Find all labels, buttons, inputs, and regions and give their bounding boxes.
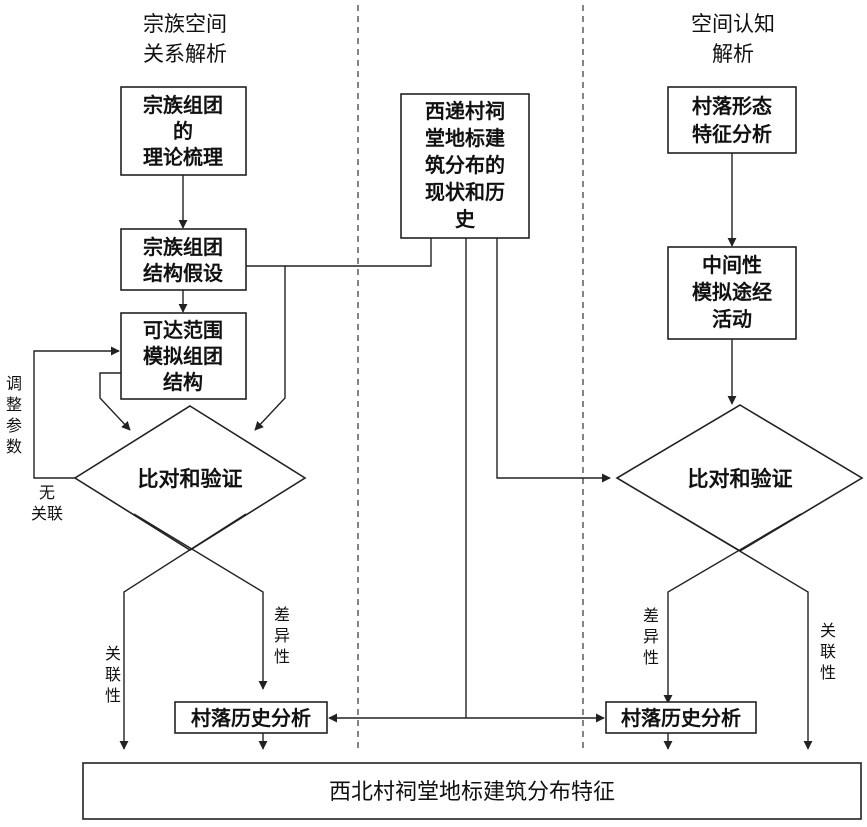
right-header-line-1: 空间认知 [691, 12, 775, 36]
adjust-char-2: 整 [6, 395, 22, 414]
simulation-box: 可达范围 模拟组团 结构 [120, 312, 247, 400]
left-relevance-char-3: 性 [105, 686, 121, 705]
status-box-line-4: 现状和历 [425, 180, 505, 204]
status-box-line-3: 筑分布的 [425, 153, 505, 177]
left-difference-arrow [133, 513, 268, 690]
left-header-line-2: 关系解析 [143, 42, 227, 66]
status-box-line-1: 西递村祠 [425, 99, 505, 123]
form-box-line-1: 村落形态 [692, 94, 772, 118]
path-box-line-1: 中间性 [702, 253, 762, 277]
status-box-line-2: 堂地标建 [425, 126, 505, 150]
theory-box-line-1: 宗族组团 [143, 93, 223, 117]
right-relevance-label: 关 联 性 [820, 621, 836, 682]
right-difference-char-1: 差 [643, 606, 659, 625]
left-difference-char-1: 差 [274, 605, 290, 624]
left-relevance-char-2: 联 [105, 665, 121, 684]
simulation-box-line-1: 可达范围 [143, 318, 223, 342]
no-relation-label: 无 关联 [31, 483, 63, 523]
left-difference-char-2: 异 [274, 626, 290, 645]
right-relevance-char-2: 联 [820, 642, 836, 661]
hypothesis-box: 宗族组团 结构假设 [120, 228, 247, 291]
theory-box-line-3: 理论梳理 [143, 145, 223, 169]
adjust-char-1: 调 [6, 374, 22, 393]
path-simulation-box: 中间性 模拟途经 活动 [667, 246, 797, 340]
conclusion-label: 西北村祠堂地标建筑分布特征 [329, 780, 615, 805]
adjust-char-3: 参 [6, 416, 22, 435]
conclusion-box: 西北村祠堂地标建筑分布特征 [82, 762, 862, 820]
left-relevance-label: 关 联 性 [105, 644, 121, 705]
right-header-line-2: 解析 [712, 42, 754, 66]
left-history-label: 村落历史分析 [191, 706, 311, 730]
arrow-simulation-to-compare [99, 372, 131, 431]
left-history-box: 村落历史分析 [174, 701, 328, 734]
no-relation-line-1: 无 [39, 483, 55, 502]
right-history-label: 村落历史分析 [621, 706, 741, 730]
connector-status-to-hypothesis [285, 238, 432, 267]
right-compare-diamond: 比对和验证 [615, 404, 864, 552]
path-box-line-3: 活动 [712, 307, 752, 331]
left-compare-label: 比对和验证 [138, 467, 243, 491]
right-difference-char-3: 性 [643, 648, 659, 667]
form-box-line-2: 特征分析 [692, 122, 772, 146]
status-box-line-5: 史 [455, 207, 476, 231]
no-relation-line-2: 关联 [31, 504, 63, 523]
right-relevance-char-3: 性 [820, 663, 836, 682]
hypothesis-box-line-1: 宗族组团 [143, 235, 223, 259]
arrow-status-to-right-compare [496, 238, 611, 483]
right-header: 空间认知 解析 [691, 12, 775, 66]
path-box-line-2: 模拟途经 [692, 280, 772, 304]
simulation-box-line-2: 模拟组团 [143, 344, 223, 368]
hypothesis-box-line-2: 结构假设 [143, 261, 223, 285]
right-compare-label: 比对和验证 [688, 467, 793, 491]
left-relevance-char-1: 关 [105, 644, 121, 663]
right-history-box: 村落历史分析 [605, 701, 757, 734]
right-difference-arrow [663, 513, 802, 704]
right-relevance-char-1: 关 [820, 621, 836, 640]
feedback-loop-arrow [33, 346, 120, 479]
right-difference-label: 差 异 性 [643, 606, 659, 667]
left-compare-diamond: 比对和验证 [73, 405, 307, 551]
left-difference-char-3: 性 [274, 647, 290, 666]
right-difference-char-2: 异 [643, 627, 659, 646]
left-relevance-arrow [119, 513, 247, 750]
adjust-parameters-label: 调 整 参 数 [6, 374, 22, 456]
right-relevance-arrow [677, 513, 813, 750]
left-header: 宗族空间 关系解析 [143, 12, 227, 66]
theory-box: 宗族组团 的 理论梳理 [120, 86, 247, 176]
theory-box-line-2: 的 [173, 119, 193, 143]
left-difference-label: 差 异 性 [274, 605, 290, 666]
arrow-hypothesis-to-compare [246, 265, 286, 431]
status-history-box: 西递村祠 堂地标建 筑分布的 现状和历 史 [400, 93, 530, 239]
left-header-line-1: 宗族空间 [143, 12, 227, 36]
adjust-char-4: 数 [6, 437, 22, 456]
simulation-box-line-3: 结构 [163, 370, 203, 394]
form-analysis-box: 村落形态 特征分析 [667, 86, 797, 154]
